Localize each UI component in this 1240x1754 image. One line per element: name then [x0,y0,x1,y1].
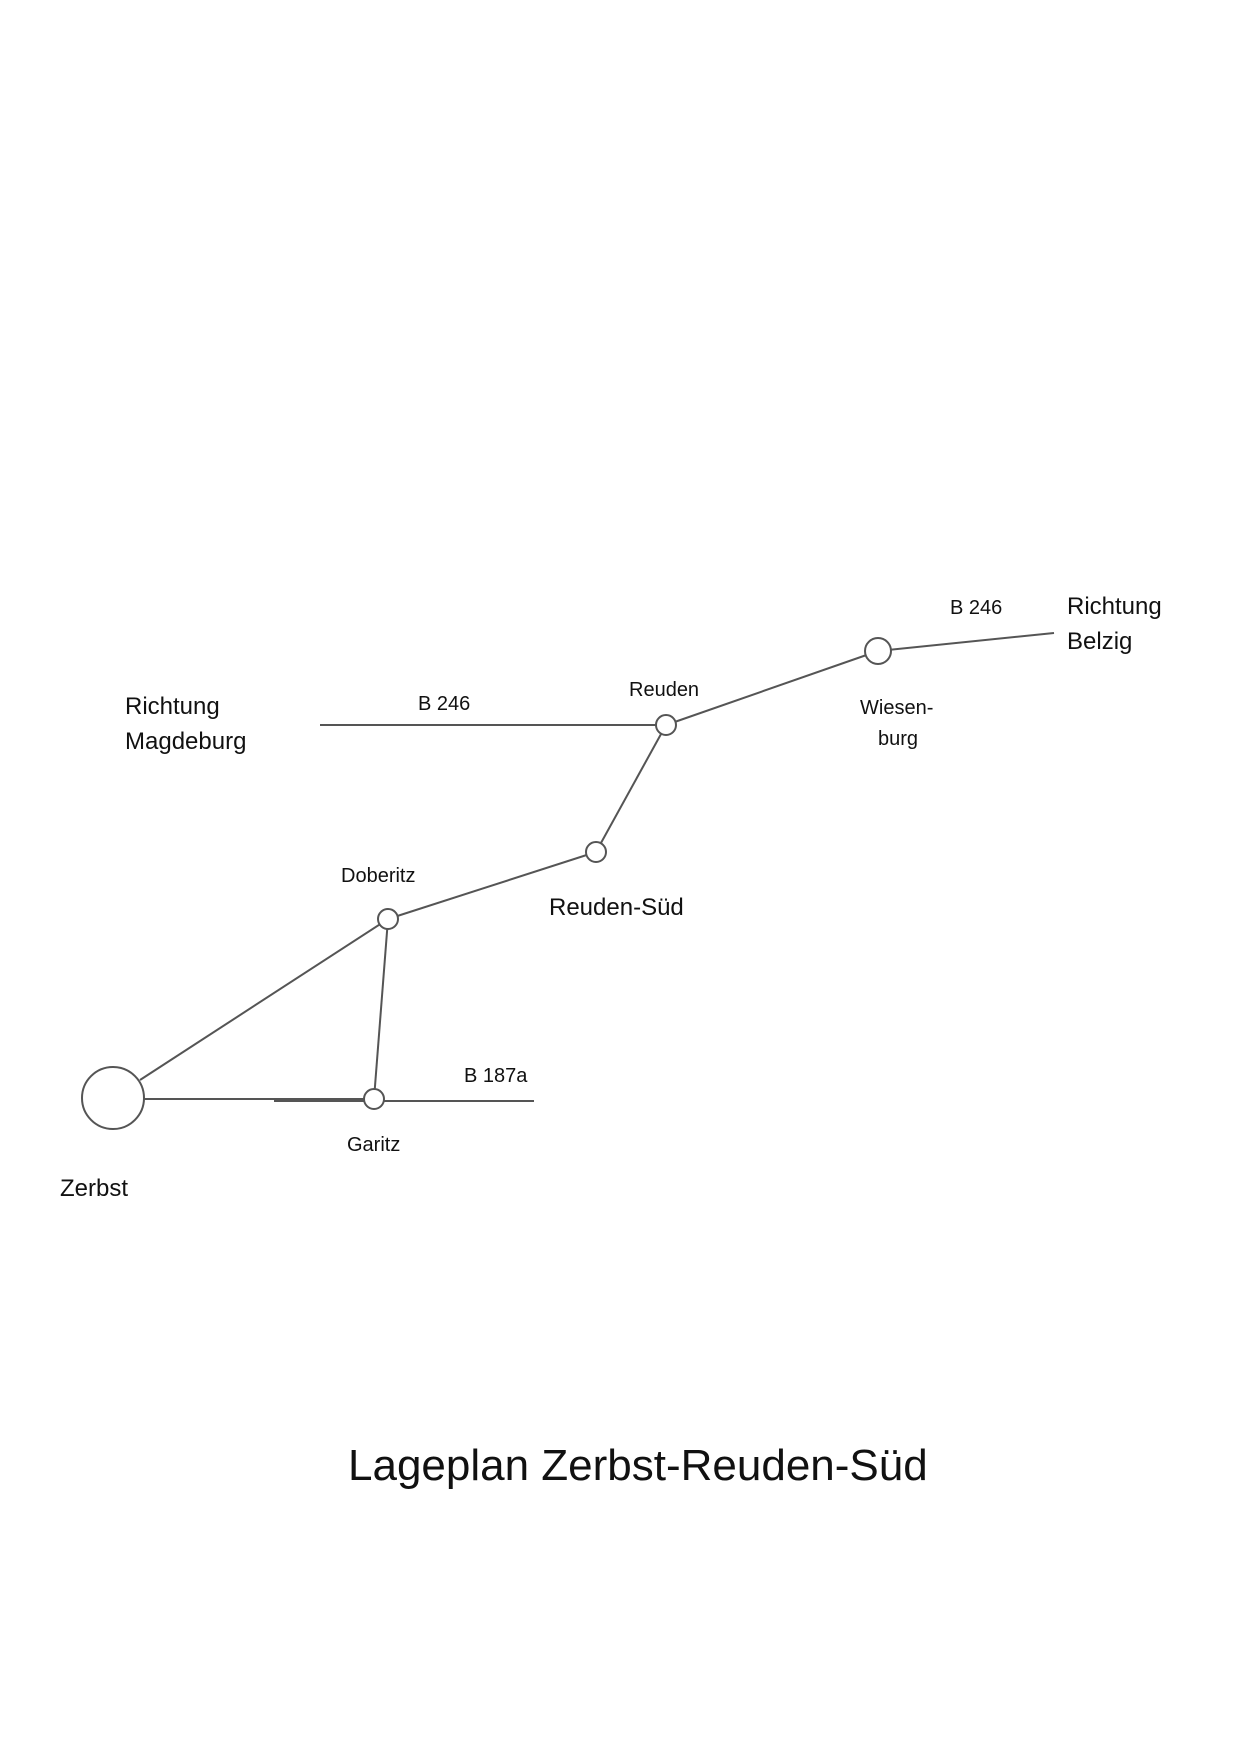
place-label-reuden-sued: Reuden-Süd [549,894,684,921]
node-reuden-sued [585,841,607,863]
direction-belzig-line1: Richtung [1067,593,1162,620]
place-label-garitz: Garitz [347,1134,400,1156]
place-label-doberitz: Doberitz [341,865,415,887]
node-garitz [363,1088,385,1110]
node-doberitz [377,908,399,930]
road-doberitz-to-zerbst [139,918,389,1081]
direction-magdeburg-line2: Magdeburg [125,728,246,755]
node-wiesenburg [864,637,892,665]
place-label-wiesenburg-line2: burg [878,728,918,750]
road-label-b246-west: B 246 [418,693,470,715]
road-label-b246-east: B 246 [950,597,1002,619]
road-reuden-to-reuden-sued [595,724,667,853]
road-reuden-sued-to-doberitz [387,851,597,920]
direction-magdeburg-line1: Richtung [125,693,220,720]
place-label-wiesenburg-line1: Wiesen- [860,697,933,719]
page-title: Lageplan Zerbst-Reuden-Süd [348,1441,928,1490]
node-zerbst [81,1066,145,1130]
direction-belzig-line2: Belzig [1067,628,1132,655]
road-b246-east-segment [877,632,1055,652]
node-reuden [655,714,677,736]
place-label-zerbst: Zerbst [60,1175,128,1202]
road-label-b187a: B 187a [464,1065,528,1087]
place-label-reuden: Reuden [629,679,699,701]
road-doberitz-to-garitz [373,918,389,1100]
road-reuden-to-wiesenburg [665,650,879,726]
